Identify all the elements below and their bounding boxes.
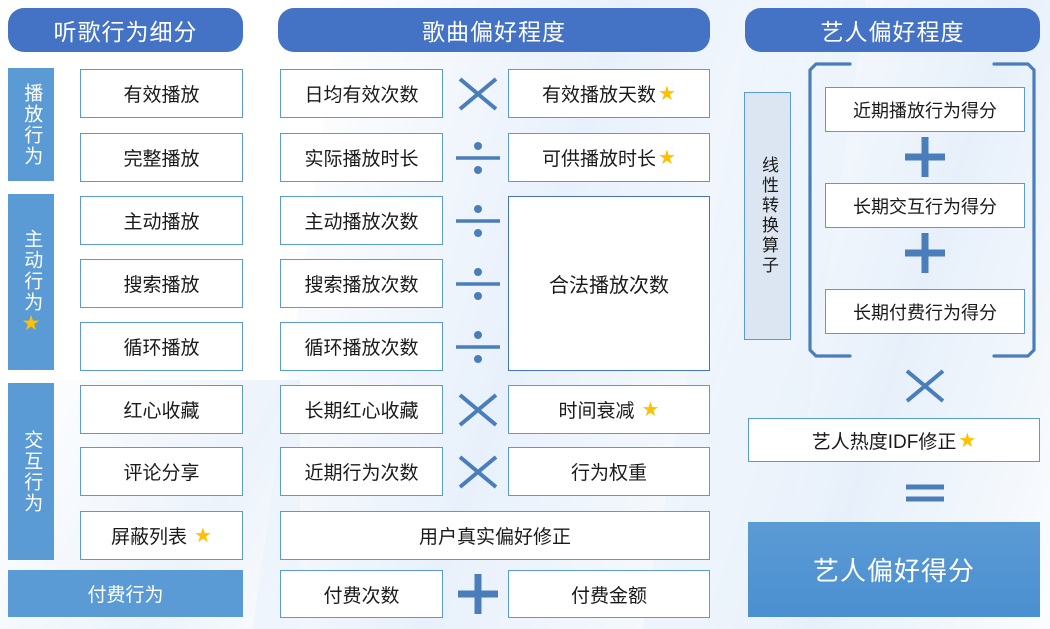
left-item-label: 循环播放 bbox=[123, 338, 200, 359]
left-column-title: 听歌行为细分 bbox=[8, 8, 243, 52]
left-item-box[interactable]: 搜索播放 bbox=[80, 259, 243, 308]
middle-right-label: 时间衰减 bbox=[558, 401, 635, 422]
group-label-active: 主动行为 ★ bbox=[8, 194, 54, 370]
left-footer-bar-payment: 付费行为 bbox=[8, 570, 243, 617]
left-item-box-blocklist[interactable]: 屏蔽列表 ★ bbox=[80, 511, 243, 560]
star-icon: ★ bbox=[21, 311, 41, 335]
middle-merged-box-legal-plays[interactable]: 合法播放次数 bbox=[508, 196, 710, 371]
middle-right-label: 可供播放时长 bbox=[542, 149, 657, 170]
left-item-label: 有效播放 bbox=[123, 85, 200, 106]
star-icon: ★ bbox=[658, 147, 676, 169]
middle-left-box[interactable]: 长期红心收藏 bbox=[280, 385, 443, 434]
right-idf-correction-box[interactable]: 艺人热度IDF修正 ★ bbox=[748, 418, 1040, 462]
middle-right-box[interactable]: 可供播放时长 ★ bbox=[508, 133, 710, 182]
middle-left-box[interactable]: 搜索播放次数 bbox=[280, 259, 443, 308]
right-bracket-item-box[interactable]: 长期付费行为得分 bbox=[825, 289, 1025, 334]
plus-operator-icon bbox=[453, 572, 503, 616]
right-result-box-artist-score: 艺人偏好得分 bbox=[748, 522, 1040, 617]
divide-operator-icon bbox=[453, 265, 503, 303]
middle-pay-count-label: 付费次数 bbox=[323, 585, 400, 607]
multiply-operator-icon bbox=[453, 74, 503, 114]
middle-pay-count-box[interactable]: 付费次数 bbox=[280, 570, 443, 618]
middle-left-label: 长期红心收藏 bbox=[304, 401, 419, 422]
left-item-box[interactable]: 有效播放 bbox=[80, 69, 243, 118]
middle-wide-box-preference-correction[interactable]: 用户真实偏好修正 bbox=[280, 511, 710, 560]
middle-left-label: 日均有效次数 bbox=[304, 85, 419, 106]
left-item-label: 评论分享 bbox=[123, 463, 200, 484]
linear-transform-operator-box: 线性转换算子 bbox=[744, 92, 791, 340]
right-idf-correction-label: 艺人热度IDF修正 bbox=[811, 431, 957, 453]
middle-left-label: 循环播放次数 bbox=[304, 338, 419, 359]
group-label-interaction: 交互行为 bbox=[8, 383, 54, 560]
group-label-active-text: 主动行为 bbox=[21, 228, 43, 313]
star-icon: ★ bbox=[958, 429, 977, 452]
star-icon: ★ bbox=[641, 399, 660, 421]
middle-right-box[interactable]: 行为权重 bbox=[508, 447, 710, 496]
middle-wide-label: 用户真实偏好修正 bbox=[418, 527, 571, 548]
middle-left-box[interactable]: 主动播放次数 bbox=[280, 196, 443, 245]
star-icon: ★ bbox=[658, 83, 676, 105]
middle-left-box[interactable]: 近期行为次数 bbox=[280, 447, 443, 496]
middle-merged-label: 合法播放次数 bbox=[549, 275, 669, 297]
middle-left-label: 主动播放次数 bbox=[304, 212, 419, 233]
left-item-label: 屏蔽列表 bbox=[111, 527, 188, 548]
middle-left-box[interactable]: 循环播放次数 bbox=[280, 322, 443, 371]
middle-right-label: 有效播放天数 bbox=[542, 85, 657, 106]
right-bracket-item-label: 近期播放行为得分 bbox=[853, 100, 997, 121]
multiply-operator-icon bbox=[453, 390, 503, 430]
right-column-title: 艺人偏好程度 bbox=[745, 8, 1040, 52]
left-item-box[interactable]: 循环播放 bbox=[80, 322, 243, 371]
left-item-label: 搜索播放 bbox=[123, 275, 200, 296]
middle-left-label: 近期行为次数 bbox=[304, 463, 419, 484]
multiply-operator-icon bbox=[900, 366, 950, 406]
middle-left-label: 实际播放时长 bbox=[304, 149, 419, 170]
group-label-playback: 播放行为 bbox=[8, 68, 54, 181]
middle-pay-amount-label: 付费金额 bbox=[570, 585, 647, 607]
middle-left-label: 搜索播放次数 bbox=[304, 275, 419, 296]
star-icon: ★ bbox=[194, 525, 212, 547]
divide-operator-icon bbox=[453, 328, 503, 366]
plus-operator-icon bbox=[900, 231, 950, 275]
group-label-interaction-text: 交互行为 bbox=[21, 429, 43, 514]
right-bracket-item-box[interactable]: 长期交互行为得分 bbox=[825, 183, 1025, 228]
right-bracket-item-label: 长期交互行为得分 bbox=[853, 196, 997, 217]
right-bracket-item-box[interactable]: 近期播放行为得分 bbox=[825, 87, 1025, 132]
middle-right-box[interactable]: 有效播放天数 ★ bbox=[508, 69, 710, 118]
middle-right-box[interactable]: 时间衰减 ★ bbox=[508, 385, 710, 434]
middle-left-box[interactable]: 日均有效次数 bbox=[280, 69, 443, 118]
left-item-box[interactable]: 评论分享 bbox=[80, 447, 243, 496]
linear-transform-operator-label: 线性转换算子 bbox=[758, 156, 778, 276]
divide-operator-icon bbox=[453, 139, 503, 177]
middle-right-label: 行为权重 bbox=[570, 463, 647, 484]
group-label-playback-char-1: 播放行为 bbox=[21, 82, 43, 167]
middle-pay-amount-box[interactable]: 付费金额 bbox=[508, 570, 710, 618]
left-item-box[interactable]: 完整播放 bbox=[80, 133, 243, 182]
left-item-label: 红心收藏 bbox=[123, 401, 200, 422]
left-item-label: 完整播放 bbox=[123, 149, 200, 170]
left-item-label: 主动播放 bbox=[123, 212, 200, 233]
divide-operator-icon bbox=[453, 202, 503, 240]
middle-left-box[interactable]: 实际播放时长 bbox=[280, 133, 443, 182]
right-bracket-item-label: 长期付费行为得分 bbox=[853, 302, 997, 323]
left-item-box[interactable]: 主动播放 bbox=[80, 196, 243, 245]
plus-operator-icon bbox=[900, 135, 950, 179]
equals-operator-icon bbox=[900, 479, 950, 507]
multiply-operator-icon bbox=[453, 452, 503, 492]
middle-column-title: 歌曲偏好程度 bbox=[278, 8, 710, 52]
left-item-box[interactable]: 红心收藏 bbox=[80, 385, 243, 434]
